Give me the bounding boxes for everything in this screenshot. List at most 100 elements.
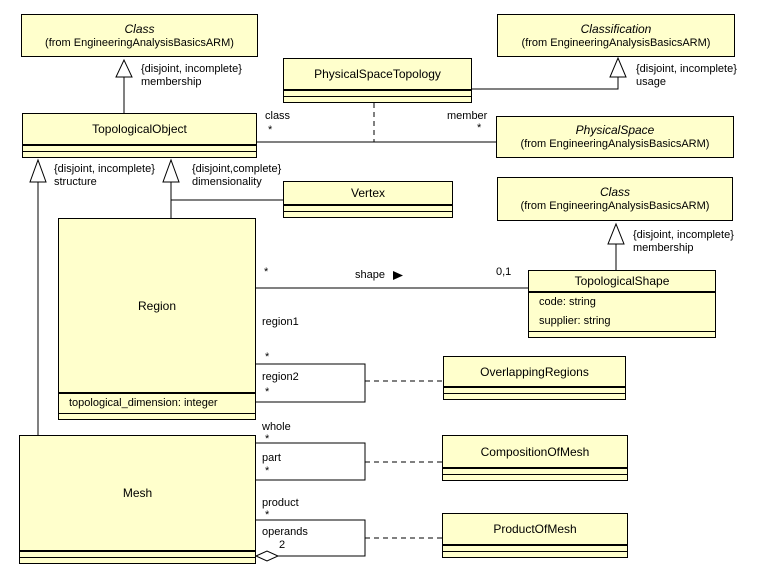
operations-compartment bbox=[444, 393, 625, 399]
generalization-triangle-structure bbox=[29, 158, 47, 183]
role-member: member bbox=[447, 110, 488, 122]
class-name-compartment: Class(from EngineeringAnalysisBasicsARM) bbox=[22, 15, 257, 56]
role-product: product bbox=[262, 497, 299, 509]
role-operands: operands bbox=[262, 526, 308, 538]
class-name-compartment: CompositionOfMesh bbox=[443, 436, 627, 467]
partition-usage: usage bbox=[636, 76, 666, 88]
operations-compartment bbox=[284, 211, 452, 217]
operations-compartment bbox=[443, 551, 627, 557]
role-whole: whole bbox=[262, 421, 291, 433]
mult-shape-region-end: * bbox=[264, 266, 269, 278]
mult-operands: 2 bbox=[279, 539, 286, 551]
class-box-topological-object[interactable]: TopologicalObject bbox=[22, 113, 257, 158]
operations-compartment bbox=[443, 474, 627, 480]
mult-region1: * bbox=[265, 351, 270, 363]
class-name-compartment: PhysicalSpace(from EngineeringAnalysisBa… bbox=[497, 117, 733, 157]
class-name: PhysicalSpace bbox=[575, 123, 655, 137]
class-box-vertex[interactable]: Vertex bbox=[283, 181, 453, 218]
partition-membership-right: membership bbox=[633, 242, 694, 254]
mult-part: * bbox=[265, 465, 270, 477]
attributes-compartment bbox=[20, 550, 255, 557]
class-name-compartment: OverlappingRegions bbox=[444, 357, 625, 386]
generalization-usage bbox=[472, 77, 619, 90]
class-name: Vertex bbox=[350, 186, 386, 200]
class-name: PhysicalSpaceTopology bbox=[314, 67, 441, 81]
association-region-self bbox=[256, 363, 366, 403]
class-name: TopologicalObject bbox=[92, 122, 187, 136]
constraint-membership-left: {disjoint, incomplete} bbox=[141, 63, 242, 75]
class-box-composition-of-mesh[interactable]: CompositionOfMesh bbox=[442, 435, 628, 481]
class-name-compartment: Vertex bbox=[284, 182, 452, 204]
aggregation-diamond bbox=[254, 550, 280, 562]
class-box-physical-space[interactable]: PhysicalSpace(from EngineeringAnalysisBa… bbox=[496, 116, 734, 158]
partition-structure: structure bbox=[54, 176, 97, 188]
operations-compartment bbox=[59, 413, 255, 419]
class-package-reference: (from EngineeringAnalysisBasicsARM) bbox=[520, 200, 710, 212]
class-package-reference: (from EngineeringAnalysisBasicsARM) bbox=[520, 138, 710, 150]
class-box-topological-shape[interactable]: TopologicalShape code: string supplier: st… bbox=[528, 270, 716, 338]
attributes-compartment bbox=[444, 386, 625, 393]
role-region1: region1 bbox=[262, 316, 299, 328]
class-package-reference: (from EngineeringAnalysisBasicsARM) bbox=[45, 36, 234, 49]
mult-product: * bbox=[265, 509, 270, 521]
class-name-compartment: Class(from EngineeringAnalysisBasicsARM) bbox=[498, 178, 732, 220]
mult-region2: * bbox=[265, 386, 270, 398]
shape-direction-arrow bbox=[393, 271, 403, 280]
class-name: Class bbox=[599, 185, 630, 199]
mult-shape-end: 0,1 bbox=[496, 266, 512, 278]
attributes-compartment: topological_dimension: integer bbox=[59, 392, 255, 413]
mult-whole: * bbox=[265, 433, 270, 445]
class-name: ProductOfMesh bbox=[493, 522, 577, 536]
attributes-compartment bbox=[443, 544, 627, 551]
class-package-reference: (from EngineeringAnalysisBasicsARM) bbox=[521, 36, 711, 49]
class-name: Mesh bbox=[122, 486, 153, 500]
class-name-compartment: TopologicalObject bbox=[23, 114, 256, 144]
role-class: class bbox=[265, 110, 291, 122]
attributes-compartment bbox=[284, 89, 471, 96]
class-name: Region bbox=[137, 298, 177, 313]
class-box-overlapping-regions[interactable]: OverlappingRegions bbox=[443, 356, 626, 400]
class-box-class-arm-right[interactable]: Class(from EngineeringAnalysisBasicsARM) bbox=[497, 177, 733, 221]
class-box-classification[interactable]: Classification(from EngineeringAnalysisB… bbox=[497, 14, 735, 57]
class-name-compartment: Classification(from EngineeringAnalysisB… bbox=[498, 15, 734, 56]
operations-compartment bbox=[284, 96, 471, 102]
attributes-compartment: code: string supplier: string bbox=[529, 291, 715, 331]
class-name-compartment: Mesh bbox=[20, 436, 255, 550]
generalization-triangle-usage bbox=[609, 56, 627, 78]
generalization-triangle-dimensionality bbox=[162, 158, 180, 183]
class-name: Classification bbox=[580, 21, 652, 36]
partition-membership-left: membership bbox=[141, 76, 202, 88]
class-box-region[interactable]: Region topological_dimension: integer bbox=[58, 218, 256, 420]
operations-compartment bbox=[23, 151, 256, 157]
role-part: part bbox=[262, 452, 281, 464]
operations-compartment bbox=[529, 331, 715, 337]
class-name-compartment: PhysicalSpaceTopology bbox=[284, 59, 471, 89]
partition-dimensionality: dimensionality bbox=[192, 176, 262, 188]
constraint-membership-right: {disjoint, incomplete} bbox=[633, 229, 734, 241]
constraint-structure: {disjoint, incomplete} bbox=[54, 163, 155, 175]
class-box-physical-space-topology[interactable]: PhysicalSpaceTopology bbox=[283, 58, 472, 103]
class-name: Class bbox=[124, 21, 155, 36]
class-name: TopologicalShape bbox=[574, 274, 670, 288]
class-name-compartment: Region bbox=[59, 219, 255, 392]
class-attribute: supplier: string bbox=[539, 315, 611, 327]
mult-class: * bbox=[268, 124, 273, 136]
class-name-compartment: TopologicalShape bbox=[529, 271, 715, 291]
generalization-triangle-membership-left bbox=[115, 58, 133, 78]
constraint-usage: {disjoint, incomplete} bbox=[636, 63, 737, 75]
mult-member: * bbox=[477, 122, 482, 134]
class-name: OverlappingRegions bbox=[480, 364, 589, 379]
attributes-compartment bbox=[284, 204, 452, 211]
role-shape: shape bbox=[355, 269, 385, 281]
class-name: CompositionOfMesh bbox=[480, 444, 590, 459]
class-box-product-of-mesh[interactable]: ProductOfMesh bbox=[442, 513, 628, 558]
class-box-class-arm-top-left[interactable]: Class(from EngineeringAnalysisBasicsARM) bbox=[21, 14, 258, 57]
class-attribute: topological_dimension: integer bbox=[69, 397, 218, 409]
class-attribute: code: string bbox=[539, 296, 596, 308]
class-name-compartment: ProductOfMesh bbox=[443, 514, 627, 544]
generalization-triangle-membership-right bbox=[607, 222, 625, 245]
attributes-compartment bbox=[443, 467, 627, 474]
class-box-mesh[interactable]: Mesh bbox=[19, 435, 256, 564]
operations-compartment bbox=[20, 557, 255, 563]
